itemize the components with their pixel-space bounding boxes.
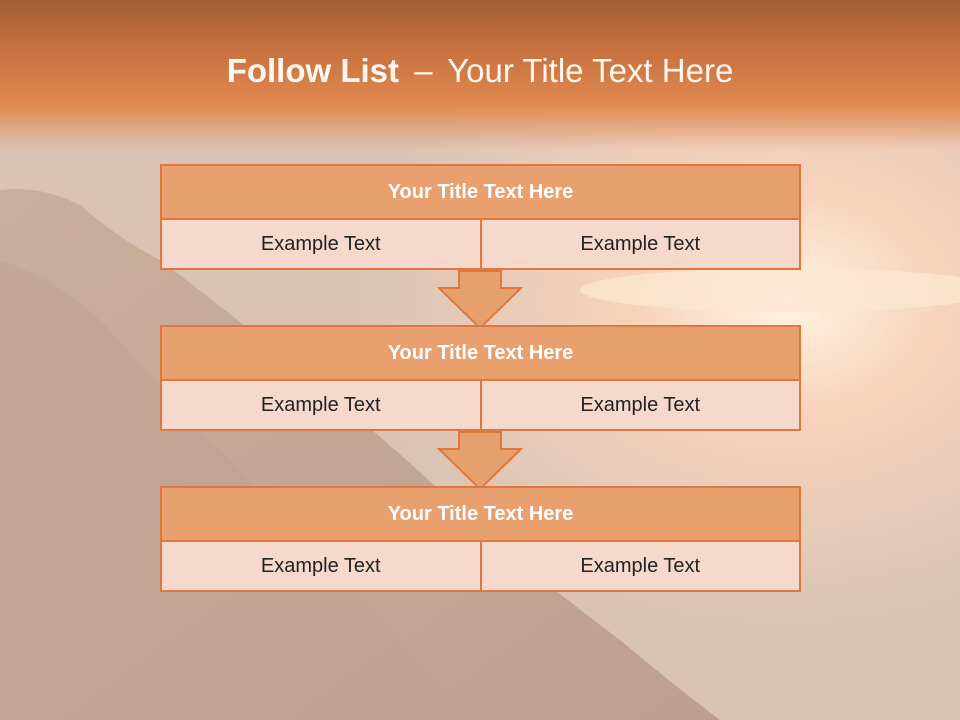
step-title: Your Title Text Here (160, 164, 801, 220)
step-cell-left: Example Text (160, 220, 482, 270)
step-cell-right: Example Text (481, 381, 801, 431)
step-title: Your Title Text Here (160, 325, 801, 381)
step-title: Your Title Text Here (160, 486, 801, 542)
step-cell-left: Example Text (160, 542, 482, 592)
flow-step-2: Your Title Text Here Example Text Exampl… (160, 325, 801, 431)
down-arrow-icon (437, 431, 523, 491)
down-arrow-icon (437, 270, 523, 330)
slide-title: Follow List – Your Title Text Here (0, 52, 960, 90)
title-rest: Your Title Text Here (447, 52, 734, 89)
header-band (0, 0, 960, 150)
step-cell-right: Example Text (481, 542, 801, 592)
flow-step-1: Your Title Text Here Example Text Exampl… (160, 164, 801, 270)
step-cell-right: Example Text (481, 220, 801, 270)
title-separator: – (414, 52, 433, 89)
flow-step-3: Your Title Text Here Example Text Exampl… (160, 486, 801, 592)
step-cells: Example Text Example Text (160, 381, 801, 431)
step-cells: Example Text Example Text (160, 542, 801, 592)
title-bold: Follow List (226, 52, 400, 89)
step-cell-left: Example Text (160, 381, 482, 431)
step-cells: Example Text Example Text (160, 220, 801, 270)
